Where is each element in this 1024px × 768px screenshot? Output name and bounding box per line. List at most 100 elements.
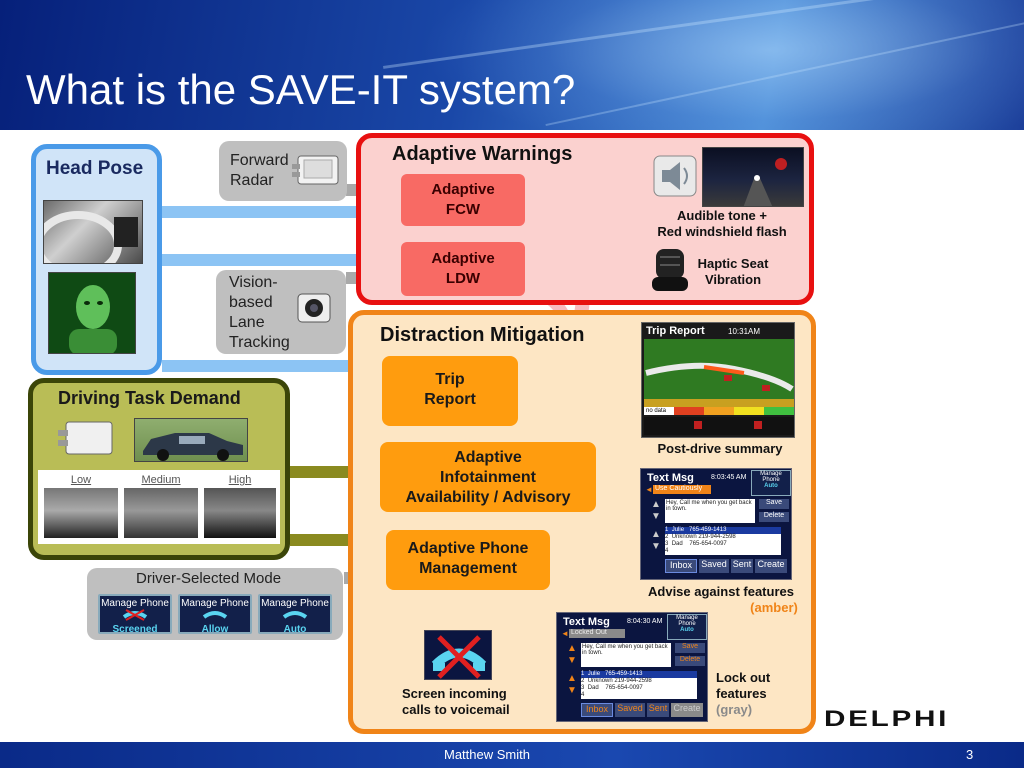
- lockout-caption: Lock out features (gray): [716, 670, 770, 718]
- driver-face-icon: [49, 273, 135, 353]
- camera-icon: [297, 293, 331, 323]
- speaker-icon: [653, 155, 697, 197]
- text-msg-list: 1 Julie 765-459-1413 2 Unknown 219-944-2…: [665, 527, 781, 555]
- car-photo: [134, 418, 248, 462]
- tab-create[interactable]: Create: [755, 559, 787, 573]
- up-arrow-icon[interactable]: ▲▼: [567, 643, 577, 666]
- screen-calls-image: [424, 630, 492, 680]
- list-item[interactable]: 1 Julie 765-459-1413: [581, 671, 697, 678]
- demand-level-label: Medium: [141, 474, 181, 486]
- post-drive-caption: Post-drive summary: [657, 441, 783, 456]
- arrow-headpose-trip: [162, 352, 378, 380]
- text-msg-manage-button[interactable]: Manage Phone Auto: [667, 614, 707, 640]
- arrow-demand-phone: [290, 524, 384, 556]
- save-button[interactable]: Save: [759, 499, 789, 509]
- tab-saved[interactable]: Saved: [699, 559, 729, 573]
- footer-author: Matthew Smith: [444, 747, 530, 762]
- adaptive-phone-management-block: Adaptive Phone Management: [386, 530, 550, 590]
- sensor-module-icon: [58, 421, 113, 455]
- phone-icon: [202, 611, 228, 619]
- back-arrow-icon[interactable]: ◄: [561, 629, 569, 638]
- delete-button[interactable]: Delete: [759, 512, 789, 522]
- save-button[interactable]: Save: [675, 643, 705, 653]
- tab-inbox[interactable]: Inbox: [581, 703, 613, 717]
- gray-caption: (gray): [716, 702, 753, 717]
- tab-sent[interactable]: Sent: [647, 703, 669, 717]
- text-msg-manage-button[interactable]: Manage Phone Auto: [751, 470, 791, 496]
- adaptive-warnings-title: Adaptive Warnings: [392, 143, 573, 165]
- list-item[interactable]: 4: [665, 548, 669, 554]
- vision-lane-line: based: [229, 294, 273, 311]
- steering-camera-photo: [43, 200, 143, 264]
- tab-inbox[interactable]: Inbox: [665, 559, 697, 573]
- list-item[interactable]: 1 Julie 765-459-1413: [665, 527, 781, 534]
- head-pose-title: Head Pose: [46, 158, 144, 179]
- list-scroll-icon[interactable]: ▲▼: [651, 529, 661, 552]
- trip-map-icon: [644, 339, 794, 435]
- mode-button-screened[interactable]: Manage Phone Screened: [98, 594, 172, 635]
- mode-button-state: Screened: [112, 624, 158, 635]
- list-scroll-icon[interactable]: ▲▼: [567, 673, 577, 696]
- phone-blocked-icon: [122, 609, 148, 621]
- vision-lane-line: Tracking: [229, 334, 290, 351]
- night-road-icon: [743, 158, 787, 206]
- seat-icon: [652, 249, 688, 291]
- screen-incoming-caption: Screen incoming calls to voicemail: [402, 686, 510, 718]
- radar-sensor-icon: [292, 155, 339, 185]
- audible-caption: Audible tone + Red windshield flash: [648, 208, 796, 240]
- demand-level-label: Low: [70, 474, 92, 486]
- mode-button-state: Allow: [201, 624, 229, 635]
- infotainment-line: Infotainment: [440, 469, 536, 486]
- lockout-line: Lock out: [716, 670, 771, 685]
- driving-task-demand-title: Driving Task Demand: [58, 388, 241, 408]
- text-msg-body: Hey, Call me when you get back in town.: [665, 499, 755, 523]
- manage-phone-label: Manage Phone: [676, 615, 698, 627]
- mode-button-label: Manage Phone: [101, 598, 169, 609]
- tab-create[interactable]: Create: [671, 703, 703, 717]
- back-arrow-icon[interactable]: ◄: [645, 485, 653, 494]
- list-item[interactable]: 2 Unknown 219-944-2598: [665, 534, 736, 540]
- road-image-low: [44, 488, 118, 538]
- arrow-headpose-ldw: [162, 246, 400, 274]
- list-item[interactable]: 4: [581, 692, 585, 698]
- tab-sent[interactable]: Sent: [731, 559, 753, 573]
- haptic-line: Vibration: [704, 272, 762, 287]
- list-item[interactable]: 2 Unknown 219-944-2598: [581, 678, 652, 684]
- adaptive-fcw-line: Adaptive: [431, 181, 495, 198]
- text-msg-list: 1 Julie 765-459-1413 2 Unknown 219-944-2…: [581, 671, 697, 699]
- list-item[interactable]: 3 Dad 765-654-0097: [581, 685, 643, 691]
- delete-button[interactable]: Delete: [675, 656, 705, 666]
- infotainment-line: Adaptive: [454, 449, 522, 466]
- audible-line: Audible tone +: [677, 208, 767, 223]
- text-msg-status: Locked Out: [569, 629, 625, 638]
- forward-radar-line: Forward: [230, 152, 289, 169]
- vision-lane-label: Vision- based Lane Tracking: [229, 273, 290, 353]
- manage-phone-state: Auto: [680, 627, 694, 633]
- up-arrow-icon[interactable]: ▲▼: [651, 499, 661, 522]
- demand-level-medium: Medium: [124, 474, 198, 538]
- infotainment-line: Availability / Advisory: [405, 489, 571, 506]
- phone-icon: [282, 611, 308, 619]
- adaptive-infotainment-block: Adaptive Infotainment Availability / Adv…: [380, 442, 596, 512]
- arrow-headpose-fcw: [162, 198, 400, 226]
- demand-level-low: Low: [44, 474, 118, 538]
- adaptive-fcw-block: Adaptive FCW: [401, 174, 525, 226]
- list-item[interactable]: 3 Dad 765-654-0097: [665, 541, 727, 547]
- mode-button-auto[interactable]: Manage Phone Auto: [258, 594, 332, 635]
- driver-face-photo: [48, 272, 136, 354]
- mode-button-allow[interactable]: Manage Phone Allow: [178, 594, 252, 635]
- text-msg-amber-screen: Text Msg 8:03:45 AM Manage Phone Auto Us…: [640, 468, 792, 580]
- tab-saved[interactable]: Saved: [615, 703, 645, 717]
- demand-level-high: High: [204, 474, 276, 538]
- screen-incoming-line: calls to voicemail: [402, 702, 510, 717]
- road-image-medium: [124, 488, 198, 538]
- demand-level-label: High: [228, 474, 252, 486]
- manage-phone-label: Manage Phone: [760, 471, 782, 483]
- haptic-line: Haptic Seat: [697, 256, 769, 271]
- text-msg-body: Hey, Call me when you get back in town.: [581, 643, 671, 667]
- trip-screen-title: Trip Report: [646, 325, 705, 337]
- trip-report-line: Trip: [435, 371, 465, 388]
- mode-button-label: Manage Phone: [261, 598, 329, 609]
- slide-title: What is the SAVE-IT system?: [26, 66, 576, 113]
- distraction-mitigation-title: Distraction Mitigation: [380, 324, 585, 346]
